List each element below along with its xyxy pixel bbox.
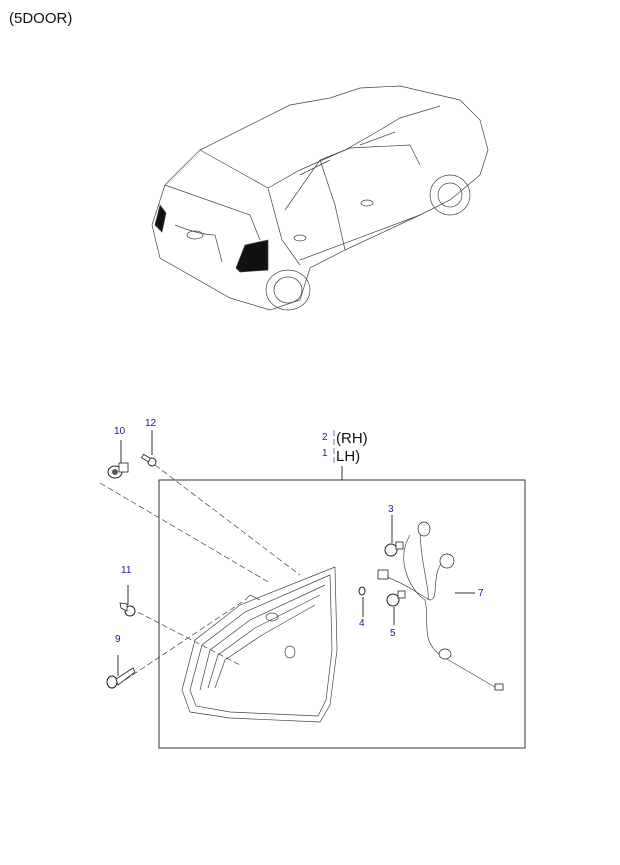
tail-lamp-highlight-left [154,204,167,233]
assembly-box [158,479,526,749]
callout-1: 1 [322,448,328,459]
part-11-grommet [119,602,136,617]
callout-2: 2 [322,432,328,443]
part-12-stud [140,453,157,467]
part-9-screw [106,667,136,689]
callout-3: 3 [388,504,394,515]
label-lh: LH) [336,448,360,465]
diagram-title: (5DOOR) [9,10,73,27]
callout-5: 5 [390,628,396,639]
part-10-nut [107,462,129,479]
callout-11: 11 [121,565,132,576]
tail-lamp-highlight-right [235,239,269,273]
part-3-bulb [384,541,404,557]
rear-combination-lamp [181,566,338,723]
callout-4: 4 [359,618,365,629]
callout-10: 10 [114,426,126,437]
label-rh: (RH) [336,430,368,447]
car-illustration [151,85,489,311]
part-5-bulb [386,590,406,607]
callout-9: 9 [115,634,121,645]
callout-7: 7 [478,588,484,599]
part-4-wedge-bulb [358,586,366,596]
part-7-wiring-harness [377,521,504,691]
callout-12: 12 [145,418,157,429]
